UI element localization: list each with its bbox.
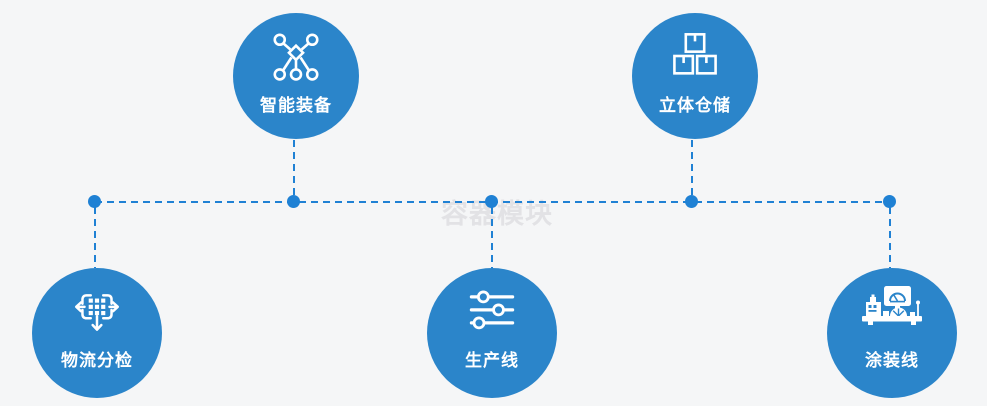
node-label: 立体仓储: [659, 96, 731, 116]
connector-line-production: [491, 207, 493, 268]
node-painting-line: 涂装线: [827, 268, 957, 398]
connector-node-dot: [287, 195, 300, 208]
stacked-boxes-icon: [669, 28, 721, 84]
node-label: 涂装线: [865, 351, 919, 371]
connector-node-dot: [685, 195, 698, 208]
sliders-icon: [466, 283, 518, 339]
connector-line-painting: [889, 207, 891, 268]
connector-line-smart-equipment: [293, 140, 295, 197]
connector-line-warehouse: [691, 140, 693, 197]
node-label: 智能装备: [260, 96, 332, 116]
machine-console-icon: [860, 283, 924, 339]
node-smart-equipment: 智能装备: [233, 13, 359, 139]
node-logistics-sorting: 物流分检: [32, 268, 162, 398]
network-nodes-icon: [270, 28, 322, 84]
node-production-line: 生产线: [427, 268, 557, 398]
node-warehouse: 立体仓储: [632, 13, 758, 139]
connector-node-dot: [485, 195, 498, 208]
node-label: 生产线: [465, 351, 519, 371]
node-label: 物流分检: [61, 351, 133, 371]
connector-line-logistics: [94, 207, 96, 268]
connector-node-dot: [883, 195, 896, 208]
connector-node-dot: [88, 195, 101, 208]
sorting-spread-arrows-icon: [70, 283, 124, 339]
